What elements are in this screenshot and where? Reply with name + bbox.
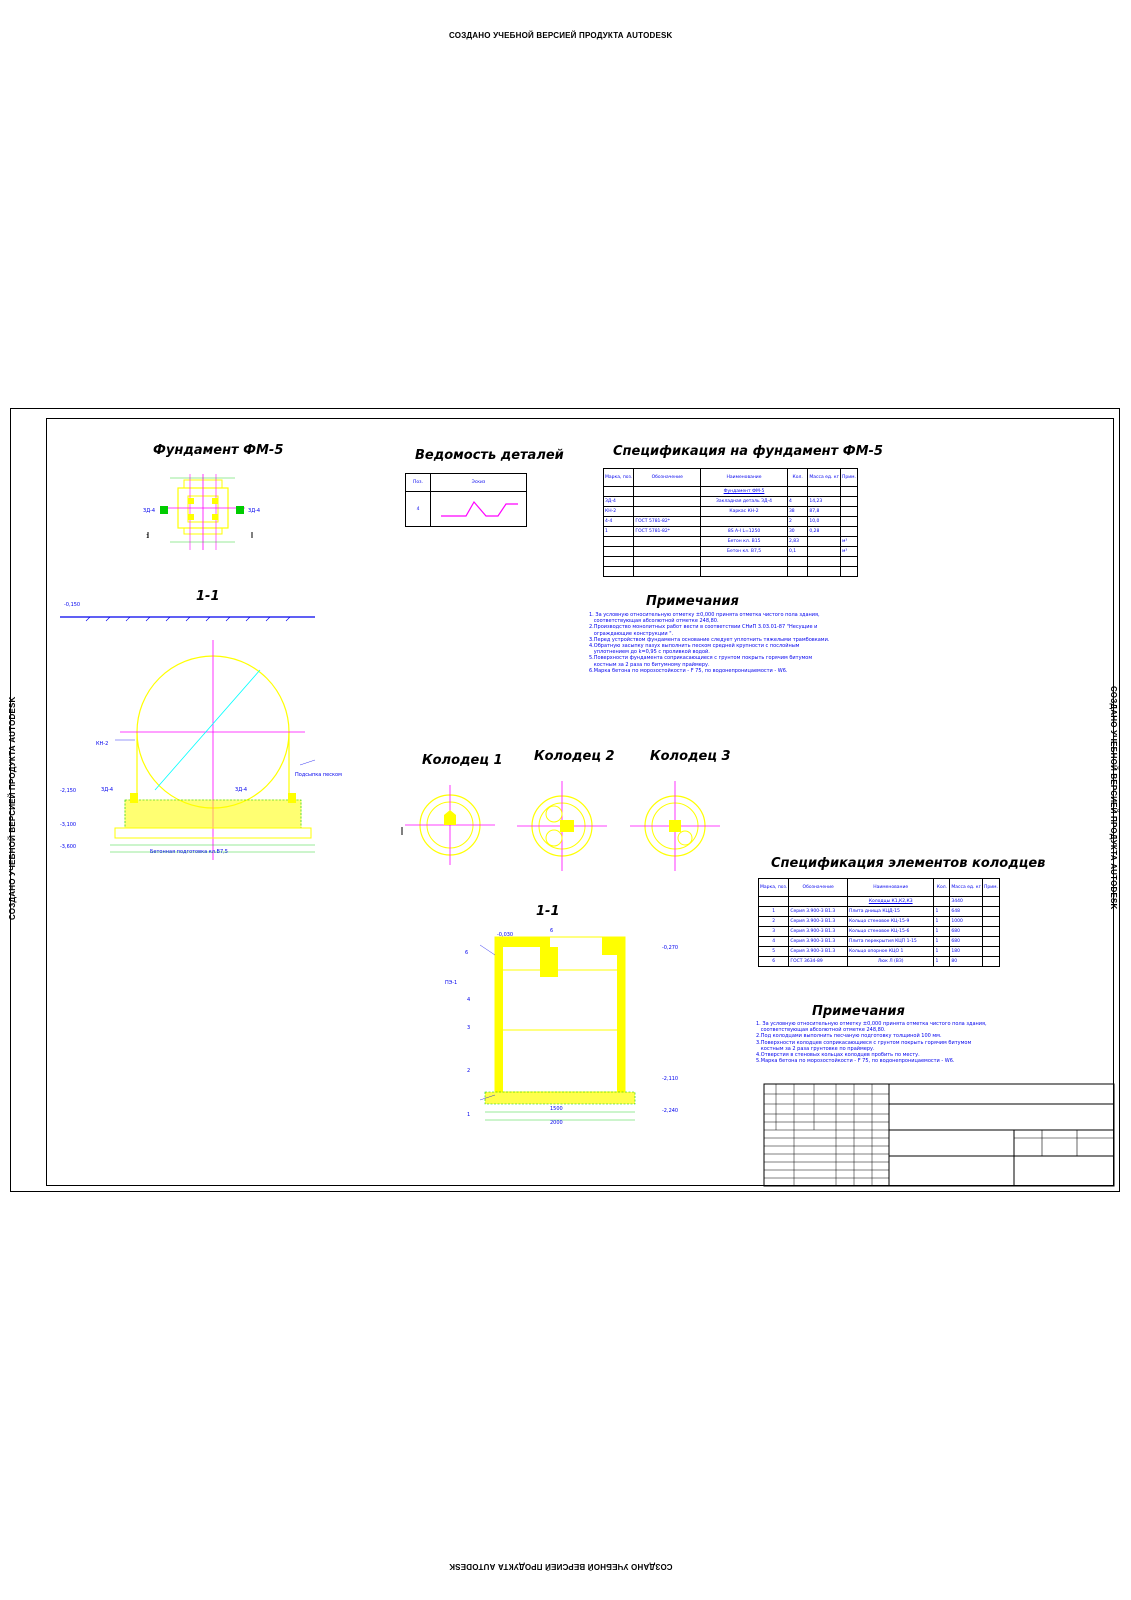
header-mark: Марка, поз. (602, 468, 635, 487)
details-pos-value: 4 (405, 491, 431, 527)
title-well-3: Колодец 3 (650, 749, 731, 764)
header-name: Наименование (700, 468, 788, 487)
section-arrow-left: 1 (146, 534, 150, 540)
details-sketch-cell (430, 491, 527, 527)
table-row (602, 566, 858, 577)
header-mark: Марка, поз. (757, 878, 790, 897)
title-section-foundation: 1-1 (196, 589, 220, 604)
table-row (602, 556, 858, 567)
title-well-1: Колодец 1 (422, 753, 503, 768)
spec-foundation-header: Марка, поз. Обозначение Наименование Кол… (602, 468, 858, 487)
spec-foundation-table: Марка, поз. Обозначение Наименование Кол… (602, 468, 858, 577)
foundation-plan (147, 474, 253, 550)
level-foundation-left-2: -3,100 (60, 822, 77, 828)
level-well-bottom-2: -2,240 (662, 1108, 679, 1114)
table-row: Фундамент ФМ-5 (602, 486, 858, 497)
label-zd4-left: ЗД-4 (143, 508, 156, 514)
level-foundation-left-3: -3,600 (60, 844, 77, 850)
well-1-plan (401, 785, 495, 865)
title-details: Ведомость деталей (415, 448, 564, 463)
pos-6-left: 6 (465, 950, 469, 956)
pos-2: 2 (467, 1068, 471, 1074)
pos-1: 1 (467, 1112, 471, 1118)
label-zd4-section-right: ЗД-4 (235, 787, 248, 793)
header-note: Прим. (840, 468, 858, 487)
label-pe: ПЭ-1 (445, 980, 458, 986)
header-designation: Обозначение (633, 468, 702, 487)
drawing-frame (46, 418, 1114, 1186)
level-well-top-right: -0,270 (662, 945, 679, 951)
title-well-2: Колодец 2 (534, 749, 615, 764)
level-foundation-top: -0,150 (64, 602, 81, 608)
details-header-sketch: Эскиз (430, 473, 527, 492)
well-section (479, 936, 636, 1121)
header-qty: Кол. (786, 468, 809, 487)
pos-6-top: 6 (550, 928, 554, 934)
title-section-well: 1-1 (536, 904, 560, 919)
title-spec-foundation: Спецификация на фундамент ФМ-5 (613, 444, 883, 459)
well-3-plan (630, 781, 720, 871)
level-foundation-left-1: -2,150 (60, 788, 77, 794)
title-spec-wells: Спецификация элементов колодцев (771, 856, 1046, 871)
watermark-top: СОЗДАНО УЧЕБНОЙ ВЕРСИЕЙ ПРОДУКТА AUTODES… (449, 31, 673, 40)
notes-wells-text: 1. За условную относительную отметку ±0,… (756, 1021, 987, 1065)
details-sketch-drawing (441, 500, 518, 517)
label-concrete-prep: Бетонная подготовка кл.В7,5 (150, 849, 228, 855)
header-qty: Кол. (933, 878, 951, 897)
details-table: Поз. Эскиз 4 (405, 473, 527, 527)
foundation-section (60, 616, 316, 860)
title-foundation: Фундамент ФМ-5 (153, 443, 284, 458)
label-zd4-section-left: ЗД-4 (101, 787, 114, 793)
level-well-bottom-1: -2,110 (662, 1076, 679, 1082)
pos-4: 4 (467, 997, 471, 1003)
title-notes-foundation: Примечания (646, 594, 739, 609)
level-well-top-left: -0,030 (497, 932, 514, 938)
header-designation: Обозначение (788, 878, 848, 897)
title-block (763, 1083, 1115, 1187)
watermark-bottom: СОЗДАНО УЧЕБНОЙ ВЕРСИЕЙ ПРОДУКТА AUTODES… (449, 1562, 673, 1571)
notes-foundation-text: 1. За условную относительную отметку ±0,… (589, 612, 830, 674)
dim-1500: 1500 (550, 1106, 563, 1112)
details-header-pos: Поз. (405, 473, 431, 492)
label-kn2: КН-2 (96, 741, 109, 747)
pos-3: 3 (467, 1025, 471, 1031)
well-2-plan (517, 781, 607, 871)
dim-2000: 2000 (550, 1120, 563, 1126)
sheet-border (10, 408, 1120, 1192)
label-zd4-right: ЗД-4 (248, 508, 261, 514)
label-sand: Подсыпка песком (295, 772, 342, 778)
spec-wells-table: Марка, поз. Обозначение Наименование Кол… (757, 878, 1000, 967)
spec-wells-header: Марка, поз. Обозначение Наименование Кол… (757, 878, 1000, 897)
header-name: Наименование (846, 878, 935, 897)
header-note: Прим. (982, 878, 1000, 897)
header-mass: Масса ед. кг (807, 468, 841, 487)
title-notes-wells: Примечания (812, 1004, 905, 1019)
header-mass: Масса ед. кг (949, 878, 983, 897)
